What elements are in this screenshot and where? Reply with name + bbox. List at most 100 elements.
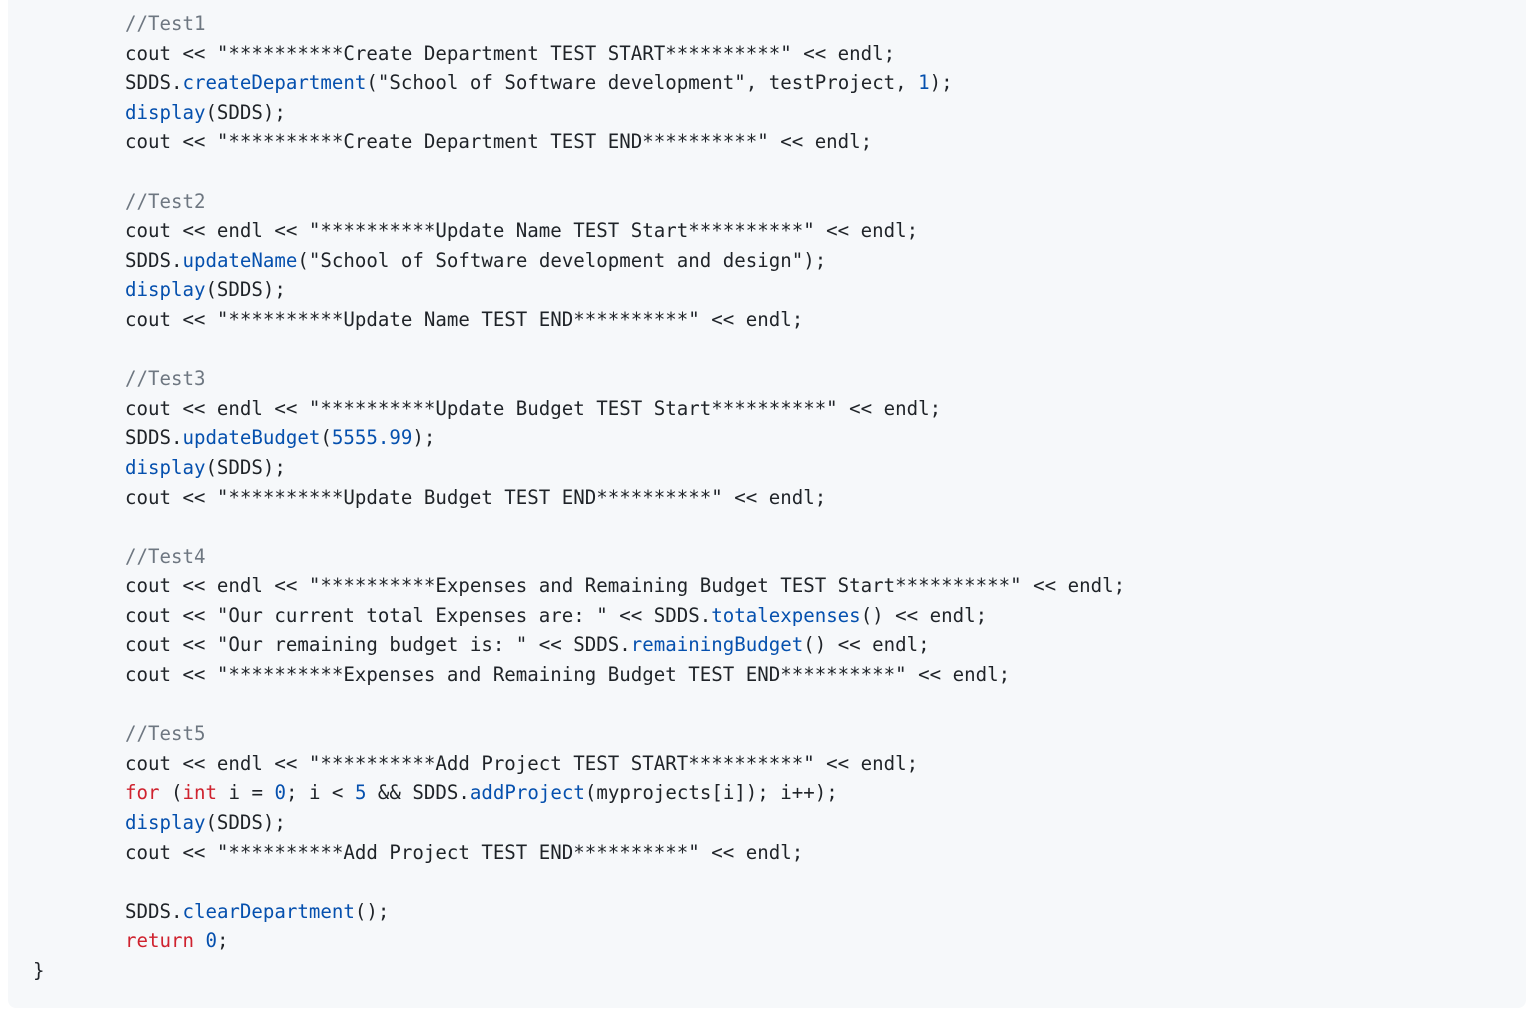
- code-line: cout << "**********Create Department TES…: [33, 127, 1125, 157]
- code-line: for (int i = 0; i < 5 && SDDS.addProject…: [33, 778, 1125, 808]
- code-text: cout << endl << "**********Update Name T…: [33, 219, 919, 243]
- code-text: cout << "**********Create Department TES…: [33, 41, 896, 65]
- code-line: cout << "Our current total Expenses are:…: [33, 601, 1125, 631]
- code-text: ();: [354, 899, 390, 923]
- code-text: SDDS.: [33, 426, 183, 450]
- code-text: );: [412, 426, 436, 450]
- function-name: display: [124, 278, 206, 302]
- code-line: [33, 690, 1125, 720]
- code-text: ; i <: [285, 781, 355, 805]
- code-text: [33, 781, 125, 804]
- code-text: i =: [216, 781, 275, 805]
- code-text: [33, 545, 125, 568]
- comment: //Test2: [124, 189, 206, 213]
- code-line: cout << "Our remaining budget is: " << S…: [33, 630, 1125, 660]
- comment: //Test3: [124, 367, 206, 391]
- code-line: SDDS.updateBudget(5555.99);: [33, 423, 1125, 453]
- code-line: [33, 157, 1125, 187]
- code-text: cout << "**********Update Budget TEST EN…: [33, 485, 827, 509]
- code-text: (SDDS);: [205, 455, 286, 479]
- code-text: cout << endl << "**********Expenses and …: [33, 574, 1126, 598]
- number-literal: 5: [354, 781, 367, 805]
- number-literal: 1: [918, 71, 930, 95]
- number-literal: 5555.99: [331, 426, 413, 450]
- code-line: display(SDDS);: [33, 98, 1125, 128]
- keyword: return: [124, 929, 194, 953]
- code-line: cout << "**********Update Name TEST END*…: [33, 305, 1125, 335]
- code-line: return 0;: [33, 926, 1125, 956]
- function-name: updateBudget: [182, 426, 321, 450]
- code-line: cout << endl << "**********Expenses and …: [33, 571, 1125, 601]
- code-line: [33, 335, 1125, 365]
- function-name: remainingBudget: [630, 633, 804, 657]
- comment: //Test4: [124, 544, 206, 568]
- code-text: cout << "**********Add Project TEST END*…: [33, 840, 804, 864]
- code-line: display(SDDS);: [33, 453, 1125, 483]
- code-line: SDDS.clearDepartment();: [33, 897, 1125, 927]
- function-name: updateName: [182, 248, 298, 272]
- keyword: int: [182, 781, 217, 805]
- code-line: //Test1: [33, 9, 1125, 39]
- function-name: totalexpenses: [711, 603, 861, 627]
- code-text: cout << endl << "**********Add Project T…: [33, 751, 919, 775]
- code-block: //Test1 cout << "**********Create Depart…: [8, 0, 1526, 1008]
- code-text: [33, 190, 125, 213]
- code-text: cout << "**********Update Name TEST END*…: [33, 307, 804, 331]
- number-literal: 0: [205, 929, 217, 953]
- code-text: ("School of Software development and des…: [297, 248, 827, 272]
- code-text: SDDS.: [33, 248, 183, 272]
- code-text: (: [320, 426, 332, 450]
- code-line: [33, 512, 1125, 542]
- code-text: [33, 278, 125, 301]
- code-text: [33, 367, 125, 390]
- code-line: display(SDDS);: [33, 275, 1125, 305]
- function-name: addProject: [469, 781, 585, 805]
- code-text: cout << "**********Create Department TES…: [33, 130, 873, 154]
- code-line: cout << endl << "**********Update Budget…: [33, 394, 1125, 424]
- code-text: ;: [216, 929, 229, 953]
- code-text: cout << endl << "**********Update Budget…: [33, 396, 942, 420]
- code-text: (myprojects[i]); i++);: [584, 781, 838, 805]
- code-text: SDDS.: [33, 899, 183, 923]
- comment: //Test1: [124, 12, 206, 35]
- code-text: }: [33, 959, 45, 982]
- code-line: //Test5: [33, 719, 1125, 749]
- keyword: for: [124, 781, 160, 805]
- code-line: cout << "**********Update Budget TEST EN…: [33, 483, 1125, 513]
- code-line: cout << "**********Create Department TES…: [33, 39, 1125, 69]
- code-line: //Test2: [33, 187, 1125, 217]
- code-line: cout << "**********Expenses and Remainin…: [33, 660, 1125, 690]
- code-line: //Test3: [33, 364, 1125, 394]
- function-name: display: [124, 811, 206, 835]
- code-line: SDDS.createDepartment("School of Softwar…: [33, 68, 1125, 98]
- code-text: (: [159, 781, 183, 805]
- code-line: cout << endl << "**********Add Project T…: [33, 749, 1125, 779]
- code-text: [33, 12, 125, 35]
- code-text: () << endl;: [803, 633, 930, 657]
- code-text: [33, 811, 125, 834]
- code-text: (SDDS);: [205, 100, 286, 124]
- code-text: cout << "Our current total Expenses are:…: [33, 603, 712, 627]
- code-line: SDDS.updateName("School of Software deve…: [33, 246, 1125, 276]
- code-text: cout << "**********Expenses and Remainin…: [33, 663, 1011, 687]
- code-line: }: [33, 956, 1125, 986]
- code-text: (SDDS);: [205, 278, 286, 302]
- function-name: createDepartment: [182, 71, 367, 95]
- code-text: SDDS.: [33, 71, 183, 95]
- code-text: [194, 929, 206, 952]
- function-name: display: [124, 100, 206, 124]
- code-line: //Test4: [33, 542, 1125, 572]
- function-name: clearDepartment: [182, 899, 355, 923]
- code-content: //Test1 cout << "**********Create Depart…: [33, 9, 1125, 986]
- code-text: );: [929, 71, 953, 95]
- code-text: ("School of Software development", testP…: [366, 71, 919, 95]
- code-text: [33, 722, 125, 745]
- code-line: [33, 867, 1125, 897]
- code-text: [33, 101, 125, 124]
- number-literal: 0: [274, 781, 286, 805]
- code-text: [33, 929, 125, 952]
- code-text: () << endl;: [860, 603, 988, 627]
- code-text: && SDDS.: [366, 781, 470, 805]
- code-line: cout << endl << "**********Update Name T…: [33, 216, 1125, 246]
- function-name: display: [124, 455, 206, 479]
